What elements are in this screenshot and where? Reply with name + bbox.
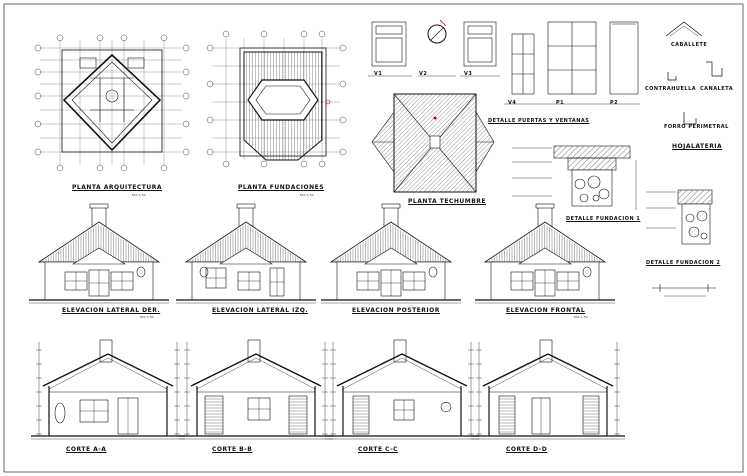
corte-d-d [471, 339, 625, 440]
hojalateria-details [665, 21, 723, 125]
window-door-details [368, 19, 640, 105]
sheet-border [3, 3, 744, 473]
scale-note-1: ESC 1:50 [132, 193, 146, 197]
corte-c-c [325, 339, 479, 440]
label-puertas-ventanas: DETALLE PUERTAS Y VENTANAS [488, 118, 590, 124]
label-v3: V3 [464, 71, 473, 77]
label-fundacion-2: DETALLE FUNDACION 2 [646, 260, 721, 266]
elevacion-lateral-izq [176, 203, 316, 304]
label-fundacion-1: DETALLE FUNDACION 1 [566, 216, 641, 222]
label-planta-fundaciones: PLANTA FUNDACIONES [238, 184, 325, 191]
scale-note-2: ESC 1:50 [300, 193, 314, 197]
label-corte-bb: CORTE B-B [212, 446, 253, 453]
corte-b-b [179, 339, 333, 440]
scale-note-4: ESC 1:50 [574, 315, 588, 319]
label-v1: V1 [374, 71, 383, 77]
elevations-row [29, 203, 615, 304]
label-v2: V2 [419, 71, 428, 77]
label-caballete: CABALLETE [671, 42, 708, 48]
scale-note-3: ESC 1:50 [140, 315, 154, 319]
sections-row [31, 339, 625, 440]
label-corte-aa: CORTE A-A [66, 446, 107, 453]
label-planta-techumbre: PLANTA TECHUMBRE [408, 198, 486, 205]
label-contrahuella: CONTRAHUELLA [645, 86, 697, 92]
fundacion-1-detail [512, 145, 637, 210]
label-elev-frontal: ELEVACION FRONTAL [506, 307, 586, 314]
label-v4: V4 [508, 100, 517, 106]
planta-techumbre-drawing [371, 93, 495, 193]
label-elev-posterior: ELEVACION POSTERIOR [352, 307, 440, 314]
planta-arquitectura-drawing [34, 34, 190, 172]
elevacion-posterior [321, 203, 461, 304]
label-canaleta: CANALETA [700, 86, 734, 92]
label-corte-dd: CORTE D-D [506, 446, 548, 453]
planta-fundaciones-drawing [206, 30, 347, 168]
label-p1: P1 [556, 100, 565, 106]
label-hojalateria: HOJALATERIA [672, 143, 723, 150]
label-corte-cc: CORTE C-C [358, 446, 399, 453]
label-planta-arquitectura: PLANTA ARQUITECTURA [72, 184, 163, 191]
label-elev-lateral-izq: ELEVACION LATERAL IZQ. [212, 307, 309, 314]
fundacion-2-detail [646, 189, 716, 297]
label-elev-lateral-der: ELEVACION LATERAL DER. [62, 307, 161, 314]
label-p2: P2 [610, 100, 619, 106]
corte-a-a [31, 339, 185, 440]
elevacion-lateral-der [29, 203, 169, 304]
elevacion-frontal [475, 203, 615, 304]
label-forro-perimetral: FORRO PERIMETRAL [664, 124, 729, 130]
